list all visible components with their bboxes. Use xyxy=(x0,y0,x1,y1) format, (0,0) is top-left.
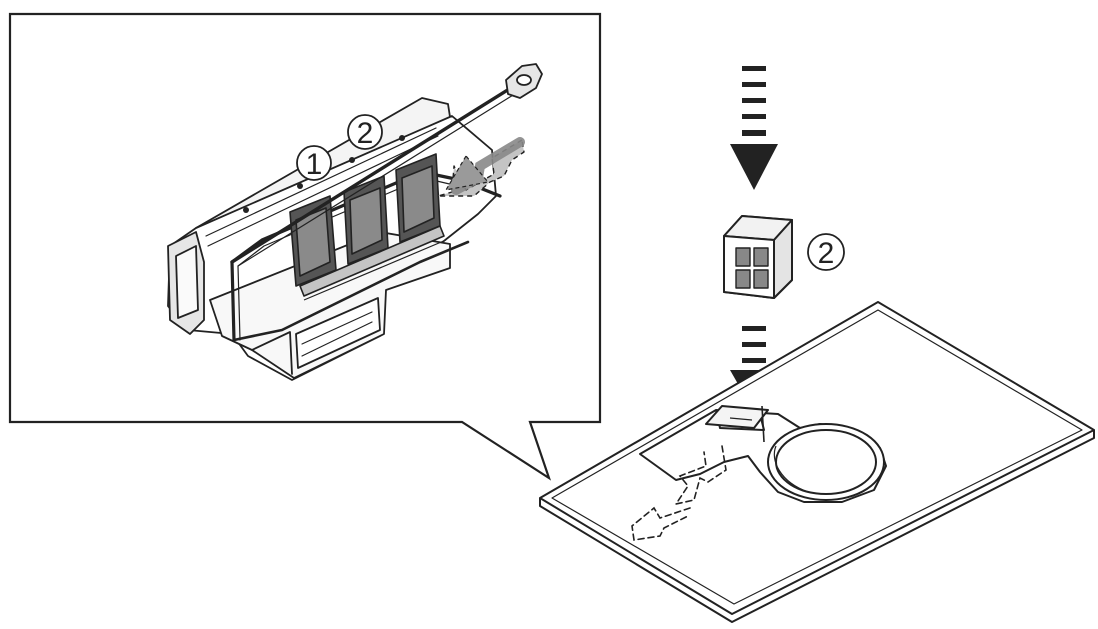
callout-label-1: 1 xyxy=(306,148,323,181)
callout-label-2: 2 xyxy=(357,117,374,150)
filter-block-part xyxy=(723,215,793,299)
insert-arrow-icon xyxy=(437,137,525,197)
down-arrow-icon xyxy=(730,66,778,190)
base-tray xyxy=(539,301,1095,623)
filter-cartridges xyxy=(289,153,447,301)
release-lever xyxy=(230,63,543,267)
dashed-insert-arrow-icon xyxy=(631,445,727,541)
part-label-marker: 2 xyxy=(807,233,845,271)
callout-marker-1: 1 xyxy=(296,145,332,181)
part-label: 2 xyxy=(818,237,835,270)
callout-marker-2: 2 xyxy=(347,114,383,150)
